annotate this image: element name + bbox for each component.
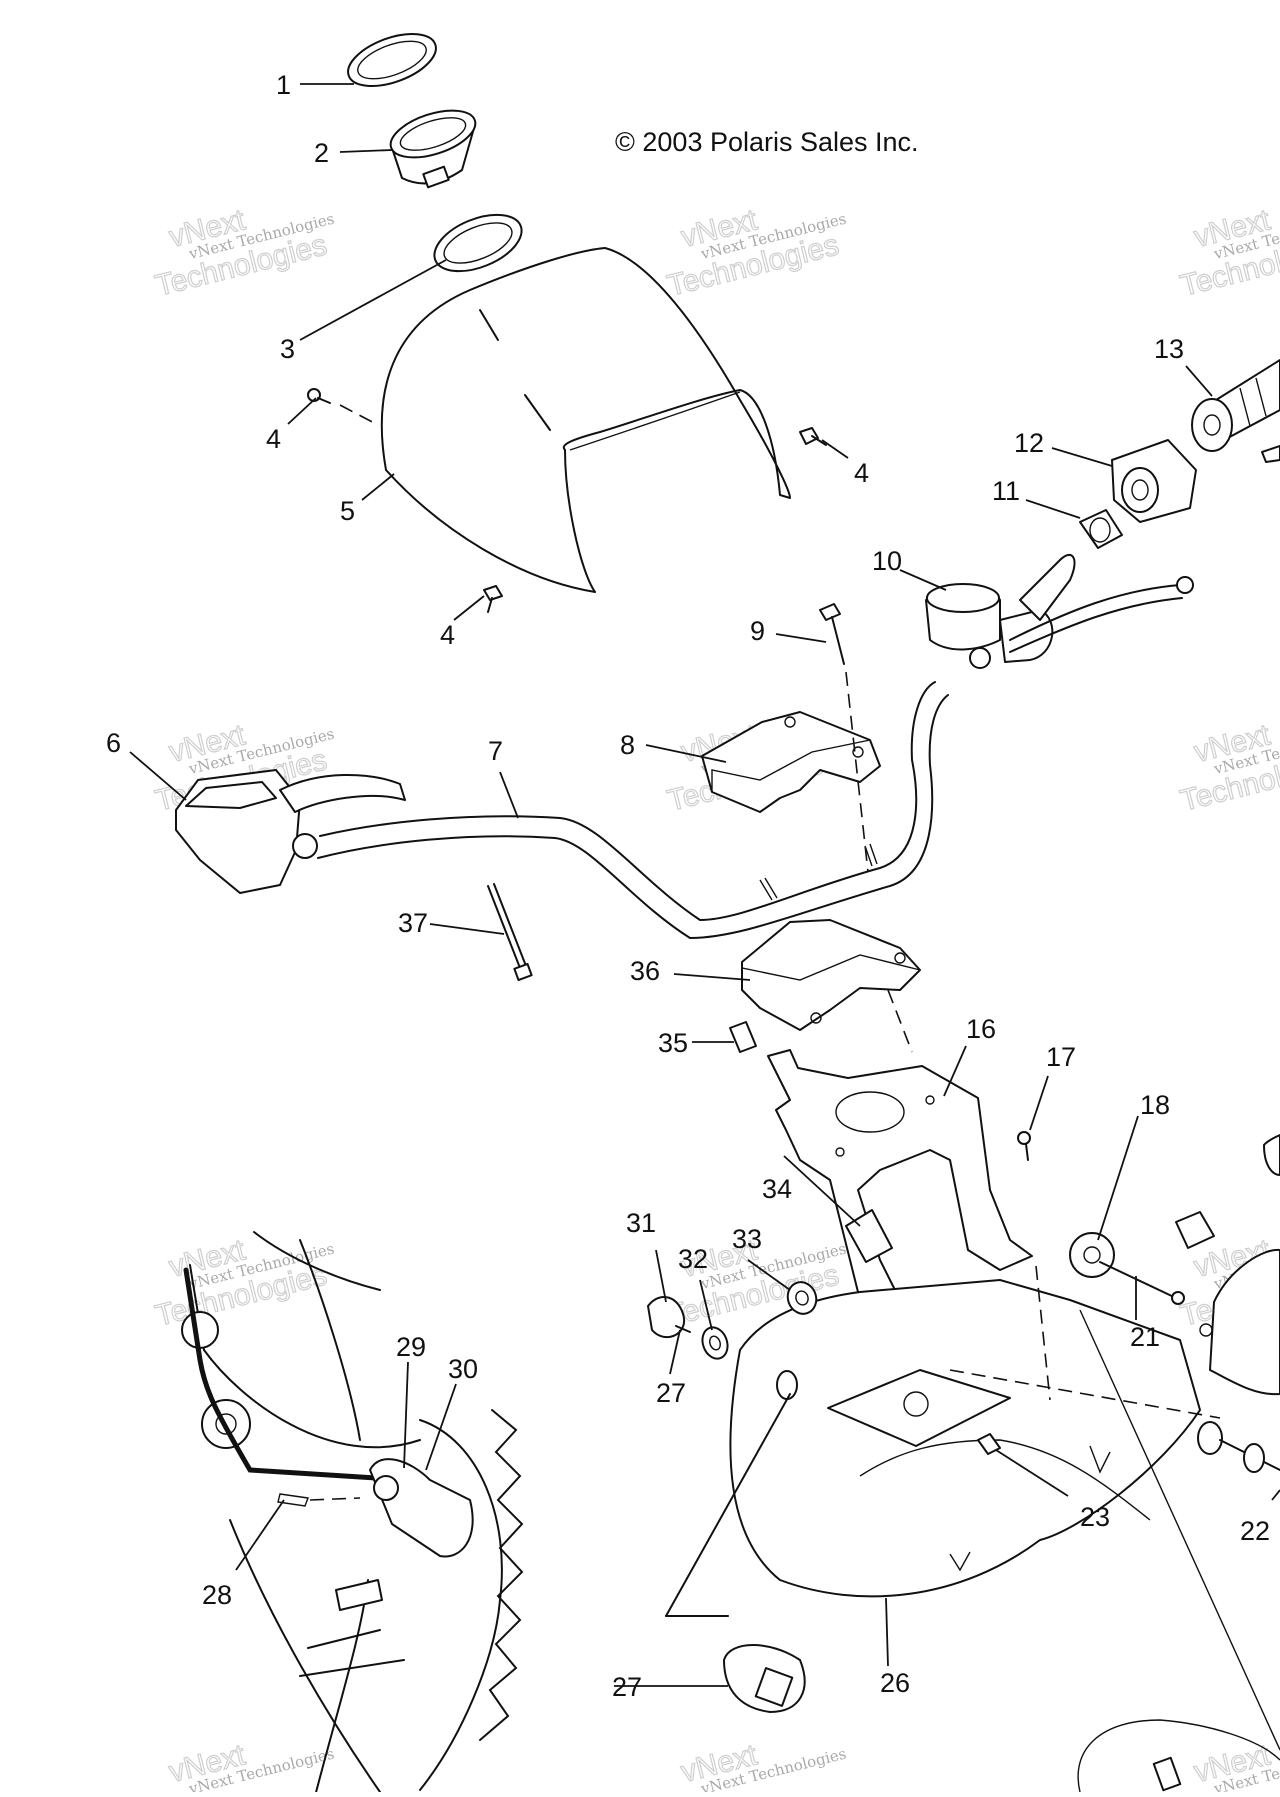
callout-26: 26 bbox=[880, 1668, 910, 1698]
part-7-handlebar bbox=[317, 681, 949, 940]
callout-27: 27 bbox=[612, 1672, 642, 1702]
callout-17: 17 bbox=[1046, 1042, 1076, 1072]
callout-30: 30 bbox=[448, 1354, 478, 1384]
part-18-gear bbox=[1069, 1232, 1115, 1278]
callout-33: 33 bbox=[732, 1224, 762, 1254]
callout-32: 32 bbox=[678, 1244, 708, 1274]
part-6-switch-housing bbox=[175, 769, 406, 894]
part-16-bracket bbox=[767, 1049, 1033, 1321]
callout-11: 11 bbox=[992, 476, 1020, 506]
leader-line bbox=[1079, 1309, 1280, 1751]
part-26-panel bbox=[729, 1279, 1201, 1598]
part-4-screw-top-left bbox=[307, 388, 379, 426]
part-10-master-cylinder bbox=[925, 553, 1194, 669]
copyright-notice: © 2003 Polaris Sales Inc. bbox=[615, 127, 919, 157]
callout-2: 2 bbox=[314, 138, 329, 168]
callout-10: 10 bbox=[872, 546, 902, 576]
callout-numbers: 1 2 3 4 4 4 5 6 7 8 9 10 11 12 13 16 17 … bbox=[106, 70, 1270, 1702]
callout-18: 18 bbox=[1140, 1090, 1170, 1120]
part-35-clip bbox=[729, 1021, 757, 1053]
callout-7: 7 bbox=[488, 736, 503, 766]
part-3-gasket bbox=[433, 213, 523, 273]
part-32-grommet bbox=[701, 1326, 729, 1360]
part-4-screw-right bbox=[799, 427, 827, 446]
part-17-screw bbox=[1017, 1131, 1031, 1161]
callout-1: 1 bbox=[276, 70, 291, 100]
part-37-bolt bbox=[487, 883, 533, 982]
partial-wheel bbox=[1077, 1719, 1280, 1793]
callout-8: 8 bbox=[620, 730, 635, 760]
callout-36: 36 bbox=[630, 956, 660, 986]
callout-13: 13 bbox=[1154, 334, 1184, 364]
part-2-cap bbox=[389, 109, 477, 189]
part-1-ring bbox=[347, 33, 437, 87]
part-33-grommet bbox=[786, 1281, 818, 1315]
part-8-clamp-upper bbox=[701, 711, 881, 813]
callout-21: 21 bbox=[1130, 1322, 1160, 1352]
callout-16: 16 bbox=[966, 1014, 996, 1044]
part-4-screw-bottom bbox=[483, 585, 503, 613]
part-5-hood bbox=[380, 247, 791, 593]
callout-4: 4 bbox=[440, 620, 455, 650]
callout-27: 27 bbox=[656, 1378, 686, 1408]
watermark-group: vNext vNext Technologies Technologies vN… bbox=[152, 203, 1280, 1797]
dash-leader bbox=[1035, 1265, 1051, 1401]
callout-34: 34 bbox=[762, 1174, 792, 1204]
callout-12: 12 bbox=[1014, 428, 1044, 458]
callout-28: 28 bbox=[202, 1580, 232, 1610]
part-31-switch bbox=[647, 1295, 691, 1339]
callout-31: 31 bbox=[626, 1208, 656, 1238]
callout-3: 3 bbox=[280, 334, 295, 364]
callout-29: 29 bbox=[396, 1332, 426, 1362]
leader-lines bbox=[129, 83, 1280, 1687]
part-11-collar bbox=[1079, 509, 1123, 549]
callout-37: 37 bbox=[398, 908, 428, 938]
callout-22: 22 bbox=[1240, 1516, 1270, 1546]
part-fitting-bottom bbox=[1152, 1756, 1182, 1792]
part-36-clamp-lower bbox=[741, 919, 921, 1053]
callout-4: 4 bbox=[854, 458, 869, 488]
callout-23: 23 bbox=[1080, 1502, 1110, 1532]
part-13-grip bbox=[1191, 359, 1280, 463]
callout-4: 4 bbox=[266, 424, 281, 454]
part-27-ignition bbox=[665, 1393, 806, 1713]
part-21-shaft bbox=[1099, 1261, 1185, 1305]
callout-6: 6 bbox=[106, 728, 121, 758]
part-22-fitting bbox=[1197, 1421, 1280, 1473]
part-23-nut bbox=[977, 1433, 1001, 1455]
callout-35: 35 bbox=[658, 1028, 688, 1058]
dash-leader bbox=[949, 1369, 1221, 1419]
rear-assembly-inset bbox=[181, 1231, 524, 1797]
callout-9: 9 bbox=[750, 616, 765, 646]
part-edge bbox=[1263, 1134, 1280, 1176]
callout-5: 5 bbox=[340, 496, 355, 526]
right-housing bbox=[1175, 1211, 1280, 1396]
part-9-bolt bbox=[819, 603, 869, 873]
part-12-throttle-housing bbox=[1111, 439, 1197, 523]
